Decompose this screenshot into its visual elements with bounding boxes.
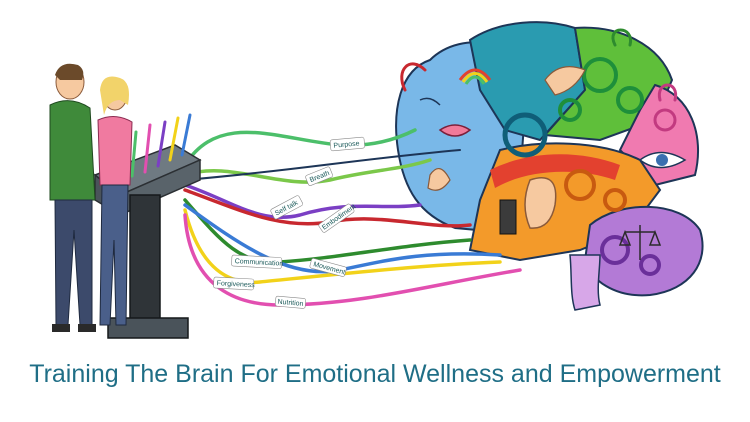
scales-icon — [618, 225, 662, 260]
cabinet-icon — [499, 199, 517, 235]
wire-extra — [184, 149, 461, 181]
label-nutrition: Nutrition — [274, 295, 307, 309]
rainbow-icon — [458, 68, 492, 85]
ear-icon — [524, 177, 557, 229]
wire-breath — [183, 158, 432, 184]
label-forgiveness: Forgiveness — [213, 276, 255, 291]
wire-purpose — [183, 128, 417, 167]
eye-icon — [638, 151, 687, 169]
brain-cerebellum — [583, 205, 704, 297]
face-outline — [419, 97, 441, 106]
console-base — [107, 317, 189, 339]
label-purpose-text: Purpose — [333, 140, 360, 149]
illustration: Purpose Breath Self talk Embodiment Comm… — [49, 21, 704, 339]
wire-forgiveness — [183, 208, 502, 285]
gear-icon — [502, 112, 548, 158]
lips-icon — [438, 124, 472, 137]
page-title: Training The Brain For Emotional Wellnes… — [29, 360, 721, 388]
console-pedestal — [129, 194, 161, 321]
gear-icon — [600, 235, 661, 276]
label-communication: Communication — [231, 254, 284, 269]
brain-top-lobe — [468, 21, 587, 142]
brain — [395, 21, 704, 311]
gear-icon — [564, 169, 627, 212]
wire-green-top — [611, 28, 632, 47]
label-forgiveness-text: Forgiveness — [216, 280, 255, 289]
wire-pink-top — [657, 83, 678, 102]
label-nutrition-text: Nutrition — [277, 299, 304, 308]
person-woman — [97, 76, 133, 326]
label-purpose: Purpose — [329, 136, 365, 152]
gear-icon — [558, 57, 644, 122]
hand-icon — [544, 66, 586, 96]
gear-icon — [653, 108, 677, 132]
wire-self-talk — [183, 183, 422, 220]
wire-red-top — [400, 62, 427, 92]
person-man — [49, 63, 96, 332]
brain-band — [490, 154, 620, 188]
label-communication-text: Communication — [234, 258, 283, 268]
nose-icon — [427, 168, 451, 191]
brain-stem — [569, 254, 601, 311]
